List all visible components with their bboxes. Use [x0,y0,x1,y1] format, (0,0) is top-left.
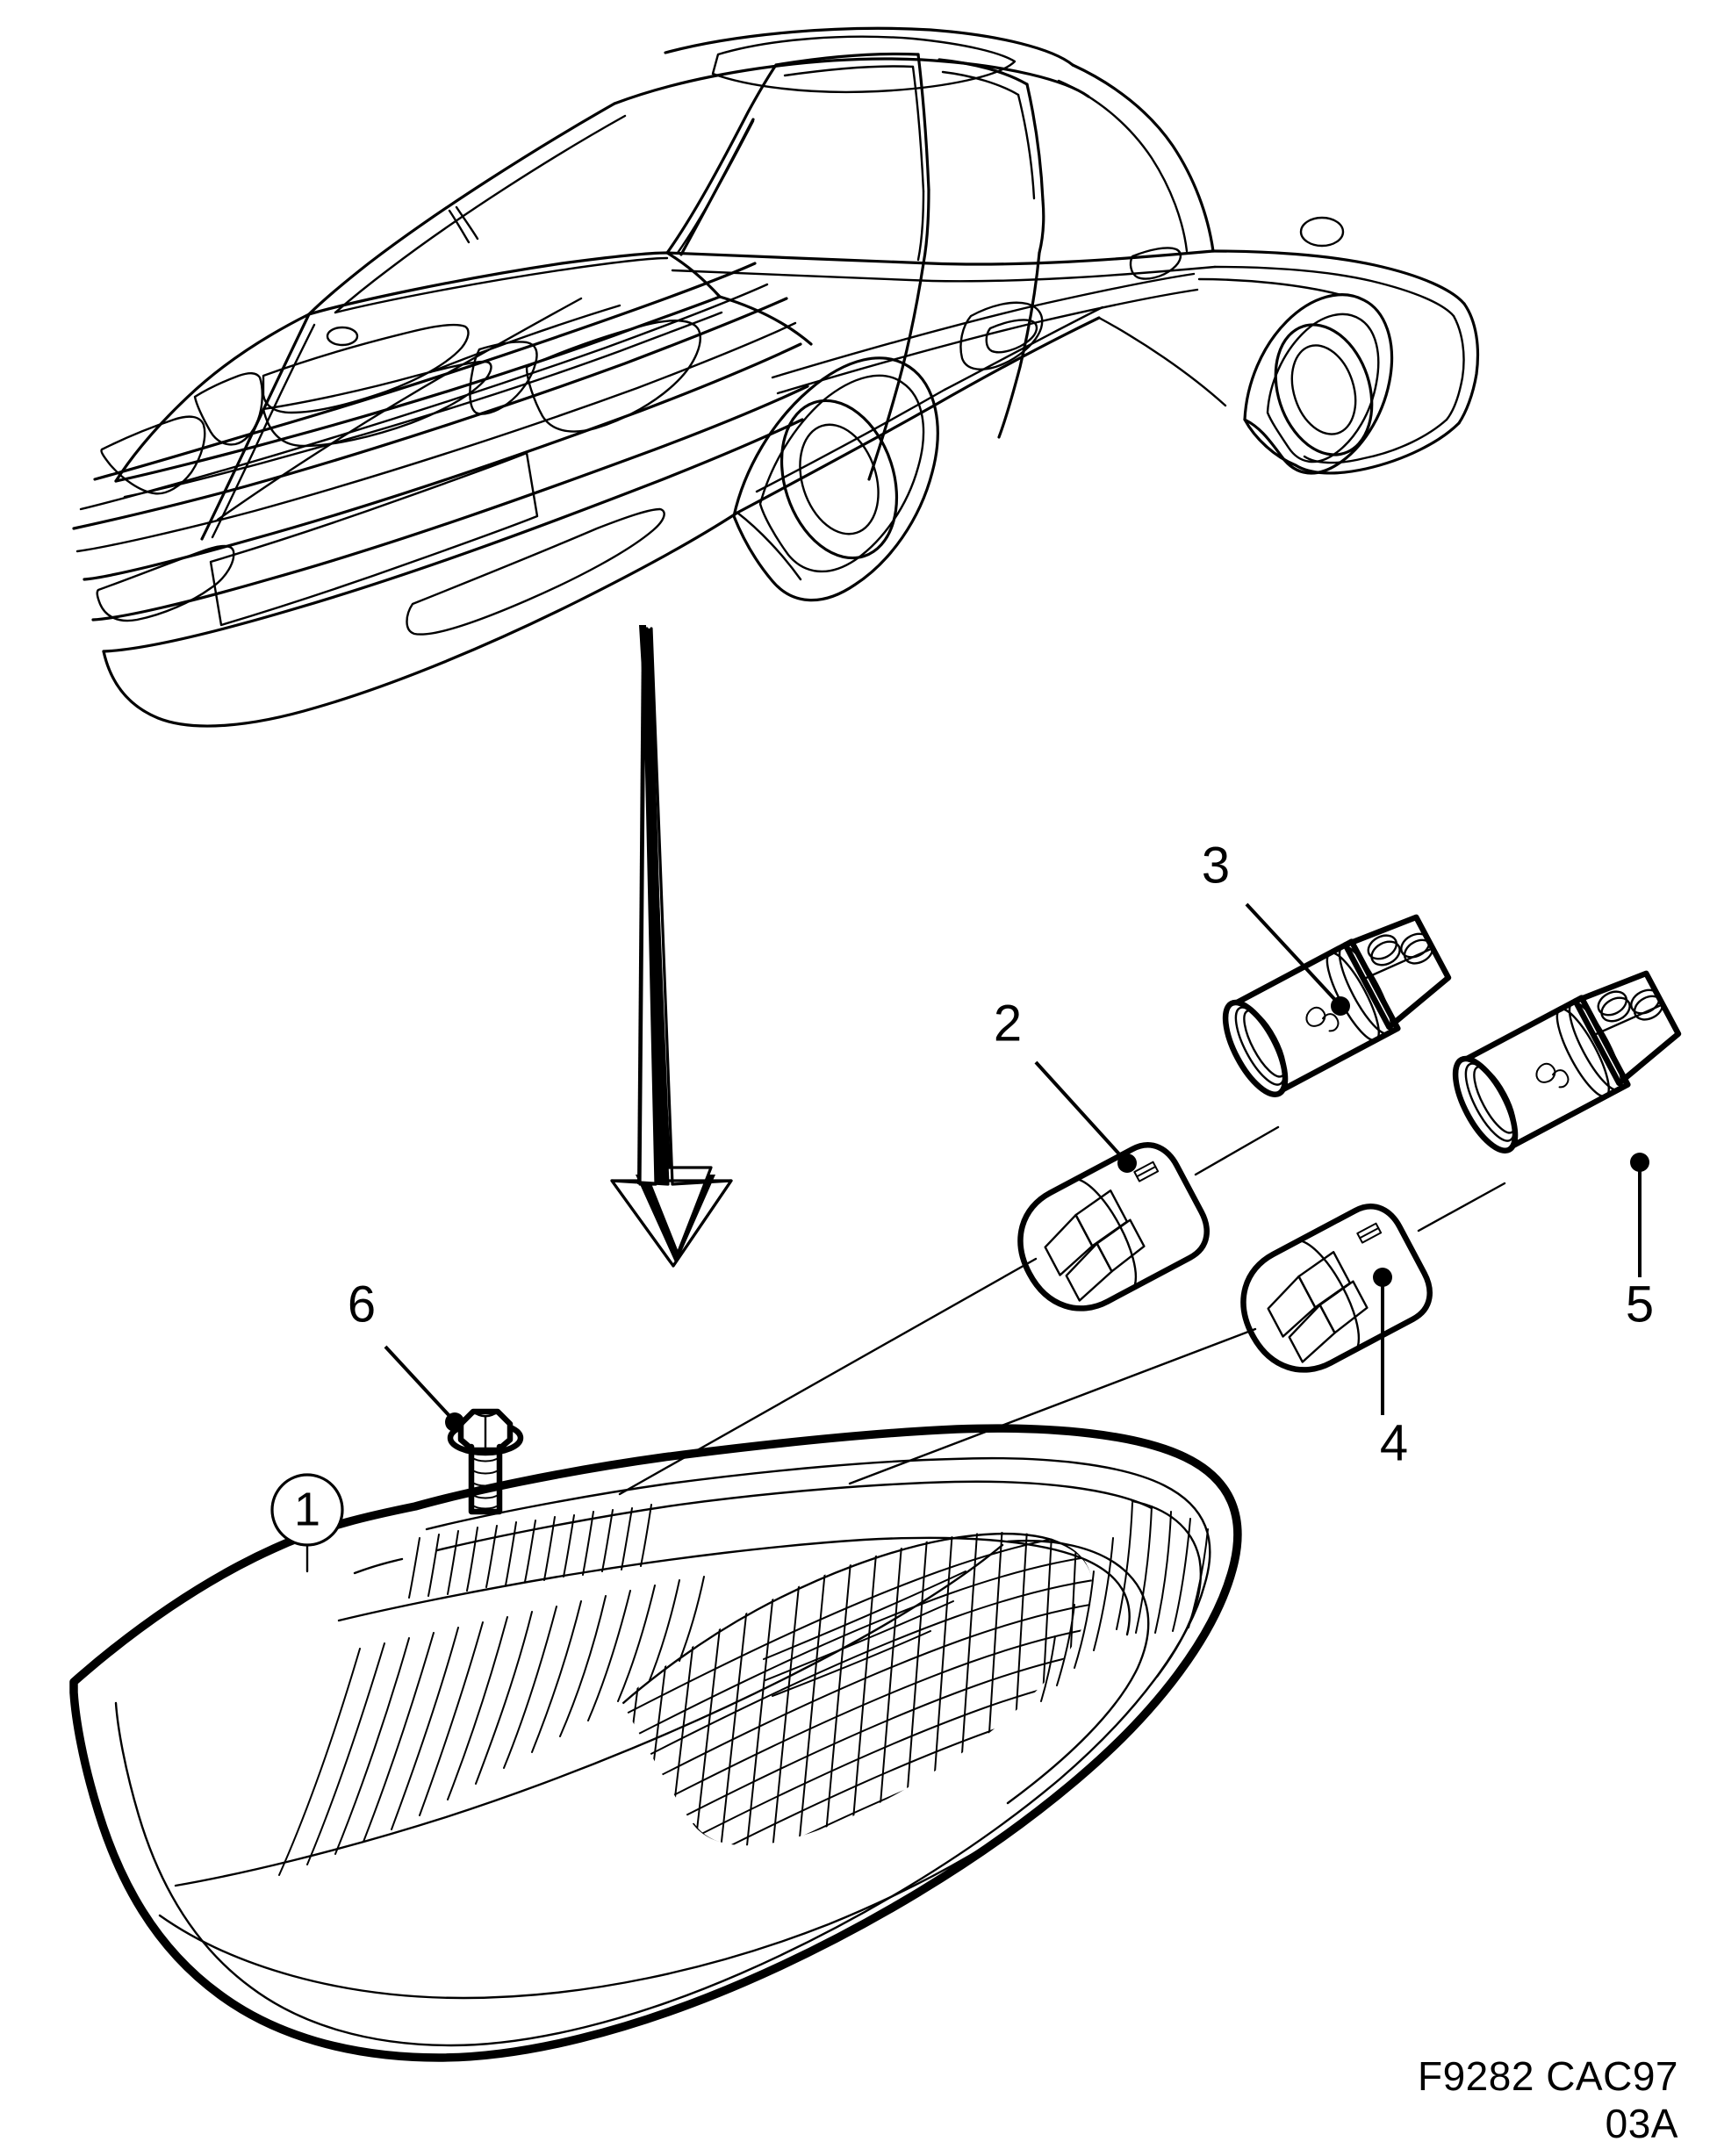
leader-6 [384,1345,464,1432]
callout-5-label[interactable]: 5 [1626,1276,1654,1333]
bulb-upper [1017,1142,1210,1312]
bulb-lower [1240,1204,1433,1373]
callout-1[interactable]: 1 [270,1473,344,1547]
lens-flutes-upper-left [408,1504,652,1599]
caption-section: 03A [1605,2101,1678,2146]
leader-4 [1373,1268,1392,1415]
callout-6-label[interactable]: 6 [348,1276,376,1333]
bulb-socket-upper [1222,914,1452,1097]
lens-flutes-lower-left [278,1576,705,1876]
callout-4-label[interactable]: 4 [1380,1414,1408,1471]
leader-2 [1034,1060,1137,1173]
assembly-axis-lines [618,1125,1506,1496]
callout-labels: 1 2 3 4 5 6 [270,837,1654,1547]
installation-direction-arrow [610,625,733,1268]
callout-1-label: 1 [294,1483,320,1535]
lens-flutes-right [1040,1502,1209,1702]
bulb-socket-lower [1452,970,1682,1153]
leader-5 [1630,1153,1649,1277]
callout-2-label[interactable]: 2 [994,995,1022,1052]
headlamp-lens-assembly [69,1424,1242,2062]
caption-reference: F9282 CAC97 [1418,2053,1678,2099]
vehicle-illustration [72,26,1480,728]
leader-3 [1245,902,1350,1016]
lens-crosshatch-grid [621,1532,1093,1846]
callout-3-label[interactable]: 3 [1202,837,1230,894]
callout-leaders [305,902,1649,1573]
